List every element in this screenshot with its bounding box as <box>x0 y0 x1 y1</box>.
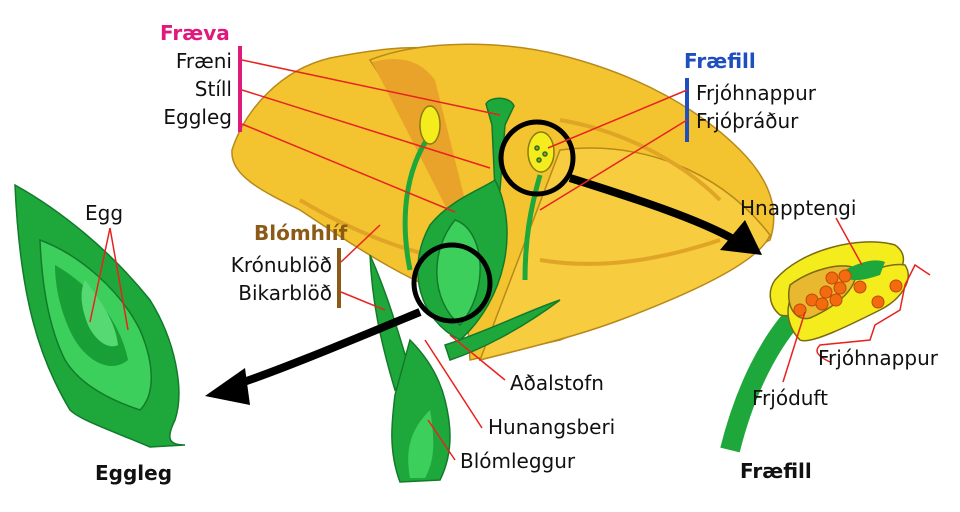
ovary-detail <box>14 183 186 448</box>
ovary-detail-caption: Eggleg <box>95 461 172 485</box>
stamen-bracket <box>685 78 689 142</box>
label-sepals: Bikarblöð <box>238 281 332 305</box>
stamen-detail-caption: Fræfill <box>740 459 812 483</box>
label-pollen: Frjóduft <box>752 386 828 410</box>
stalk-and-sepals <box>369 254 561 483</box>
label-egg: Egg <box>85 201 123 225</box>
zoom-arrows <box>205 174 762 405</box>
label-connective: Hnapptengi <box>740 196 856 220</box>
stamen-detail <box>720 241 909 453</box>
label-receptacle: Aðalstofn <box>510 371 604 395</box>
stamen-magnifier <box>498 119 576 197</box>
arrow-right-head <box>720 220 762 255</box>
label-petals: Krónublöð <box>231 253 332 277</box>
label-style: Stíll <box>195 77 232 101</box>
label-anther-detail: Frjóhnappur <box>818 346 939 370</box>
label-ovary: Eggleg <box>163 105 232 129</box>
ovary-magnifier <box>411 242 493 324</box>
label-stalk: Blómleggur <box>460 449 576 473</box>
label-nectary: Hunangsberi <box>488 415 615 439</box>
pistil-group-title: Fræva <box>160 21 230 45</box>
stamen-group-title: Fræfill <box>684 49 756 73</box>
label-filament: Frjóþráður <box>696 109 799 133</box>
perianth-group-title: Blómhlíf <box>254 221 348 245</box>
label-anther: Frjóhnappur <box>696 81 817 105</box>
perianth-bracket <box>337 248 341 308</box>
stamens <box>402 105 555 281</box>
pistil-bracket <box>238 46 242 132</box>
arrow-left-head <box>205 368 250 405</box>
leader-lines <box>89 59 931 461</box>
label-stigma: Fræni <box>176 49 232 73</box>
